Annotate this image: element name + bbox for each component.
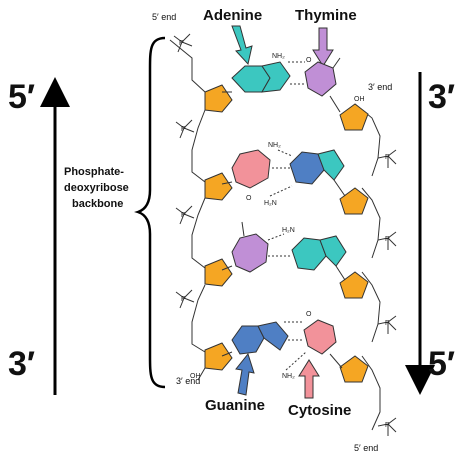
guanine-h2n-label-row2: H₂N xyxy=(264,200,277,207)
svg-text:P: P xyxy=(385,236,390,243)
right-phosphate-1: P xyxy=(377,149,397,168)
left-phosphate-1: P xyxy=(173,33,193,53)
left-phosphate-4: P xyxy=(175,289,195,309)
adenine-base-row3 xyxy=(291,235,347,281)
adenine-label: Adenine xyxy=(203,7,262,24)
right-3prime-oh: OH xyxy=(354,96,365,103)
left-sugar-2 xyxy=(204,172,233,201)
cytosine-o-label: O xyxy=(246,195,252,202)
thymine-label: Thymine xyxy=(295,7,357,24)
thymine-o-label: O xyxy=(306,57,312,64)
right-backbone-chain xyxy=(354,103,381,431)
svg-text:P: P xyxy=(385,422,390,429)
backbone-label-line3: backbone xyxy=(72,198,123,210)
cytosine-label: Cytosine xyxy=(288,402,351,419)
top-right-end-label: 3′ end xyxy=(368,82,392,92)
guanine-base-row4 xyxy=(221,321,289,357)
cytosine-base-row2 xyxy=(221,149,271,189)
left-phosphate-2: P xyxy=(175,119,195,139)
right-phosphate-4: P xyxy=(377,417,397,436)
hbonds-row4 xyxy=(284,321,307,371)
top-left-end-label: 5′ end xyxy=(152,12,176,22)
thymine-base-row3 xyxy=(221,221,269,273)
right-sugar-4 xyxy=(339,355,369,383)
cytosine-nh2-label: NH₂ xyxy=(268,142,281,149)
svg-text:P: P xyxy=(181,296,186,303)
right-sugar-1 xyxy=(339,103,369,131)
right-3prime-label: 3′ xyxy=(428,78,455,116)
thymine-pointer-arrow xyxy=(312,27,334,67)
left-sugar-1 xyxy=(204,84,233,113)
bottom-left-end-label: 3′ end xyxy=(176,376,200,386)
left-3prime-label: 3′ xyxy=(8,345,35,383)
left-5prime-label: 5′ xyxy=(8,78,35,116)
guanine-pointer-arrow xyxy=(235,352,255,396)
left-sugar-4 xyxy=(204,342,233,371)
guanine-nh2-label-row4: NH₂ xyxy=(282,373,295,380)
svg-text:P: P xyxy=(179,40,184,47)
right-phosphate-3: P xyxy=(377,315,397,334)
right-sugar-2 xyxy=(339,187,369,215)
left-phosphate-3: P xyxy=(175,205,195,225)
left-sugar-3 xyxy=(204,258,233,287)
left-3prime-oh: OH xyxy=(190,373,201,380)
left-backbone-chain xyxy=(169,39,206,381)
backbone-brace xyxy=(134,36,166,389)
right-phosphate-2: P xyxy=(377,231,397,250)
right-sugar-3 xyxy=(339,271,369,299)
backbone-label-line1: Phosphate- xyxy=(64,166,124,178)
svg-text:P: P xyxy=(181,126,186,133)
adenine-nh2-label: NH₂ xyxy=(272,53,285,60)
hbonds-row1 xyxy=(288,61,305,85)
bottom-right-end-label: 5′ end xyxy=(354,443,378,453)
thymine-base-row1 xyxy=(304,57,341,113)
guanine-base-row2 xyxy=(289,149,346,197)
cytosine-base-row4 xyxy=(303,319,343,369)
cytosine-pointer-arrow xyxy=(298,359,320,399)
svg-text:P: P xyxy=(385,320,390,327)
cytosine-o-label-row4: O xyxy=(306,311,312,318)
hbonds-row2 xyxy=(269,149,293,197)
svg-text:P: P xyxy=(385,154,390,161)
hbonds-row3 xyxy=(267,233,292,257)
right-5prime-label: 5′ xyxy=(428,345,455,383)
adenine-base-row1 xyxy=(222,61,291,93)
guanine-label: Guanine xyxy=(205,397,265,414)
backbone-label-line2: deoxyribose xyxy=(64,182,129,194)
adenine-pointer-arrow xyxy=(231,25,253,66)
svg-text:P: P xyxy=(181,212,186,219)
adenine-h2n-label-row3: H₂N xyxy=(282,227,295,234)
